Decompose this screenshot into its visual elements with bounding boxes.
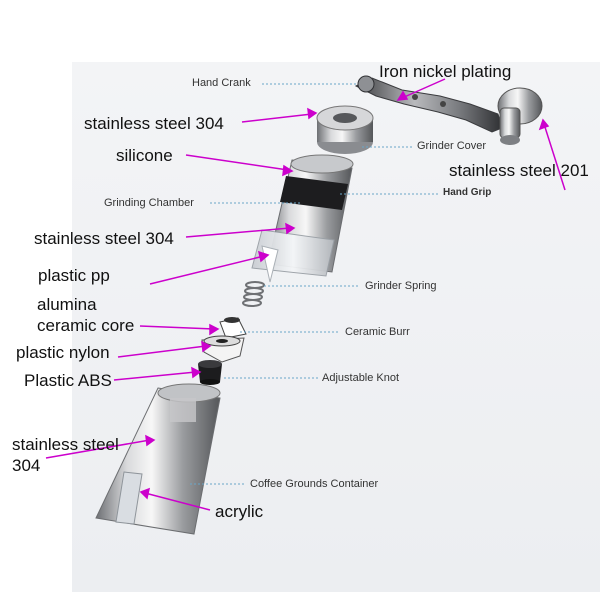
ceramic-burr-label: Ceramic Burr: [345, 326, 410, 338]
hand-crank-label: Hand Crank: [192, 77, 251, 89]
stainless-304-cover-label: stainless steel 304: [84, 114, 224, 133]
coffee-grounds-container: [95, 383, 221, 535]
plastic-pp-label: plastic pp: [38, 266, 110, 285]
nylon-holder: [201, 335, 245, 363]
grinding-chamber: [251, 154, 354, 283]
hand-crank: [354, 75, 543, 145]
stainless-304-chamber-label: stainless steel 304: [34, 229, 174, 248]
grinder-spring: [242, 281, 265, 307]
grinder-cover: [316, 105, 374, 154]
alumina-label-line2: ceramic core: [37, 316, 135, 335]
iron-nickel-plating-label: Iron nickel plating: [379, 62, 512, 81]
alumina-label-line1: alumina: [37, 295, 97, 314]
material-arrows: [45, 78, 566, 511]
hand-grip-label: Hand Grip: [443, 187, 492, 198]
acrylic-label: acrylic: [215, 502, 264, 521]
acrylic-window: [115, 471, 143, 525]
adjustable-knot: [198, 360, 222, 385]
grinder-cover-label: Grinder Cover: [417, 140, 487, 152]
stainless-304-container-label-line1: stainless steel: [12, 435, 119, 454]
ceramic-burr: [219, 317, 247, 339]
grinder-spring-label: Grinder Spring: [365, 280, 437, 292]
grinding-chamber-label: Grinding Chamber: [104, 197, 194, 209]
adjustable-knot-label: Adjustable Knot: [322, 372, 400, 384]
plastic-nylon-label: plastic nylon: [16, 343, 110, 362]
coffee-grounds-container-label: Coffee Grounds Container: [250, 478, 379, 490]
plastic-abs-label: Plastic ABS: [24, 371, 112, 390]
hand-grip-band: [280, 176, 348, 210]
stainless-201-label: stainless steel 201: [449, 161, 589, 180]
stainless-304-container-label-line2: 304: [12, 456, 41, 475]
leader-lines: [190, 83, 440, 485]
silicone-label: silicone: [116, 146, 173, 165]
blurred-logo: [170, 398, 196, 422]
